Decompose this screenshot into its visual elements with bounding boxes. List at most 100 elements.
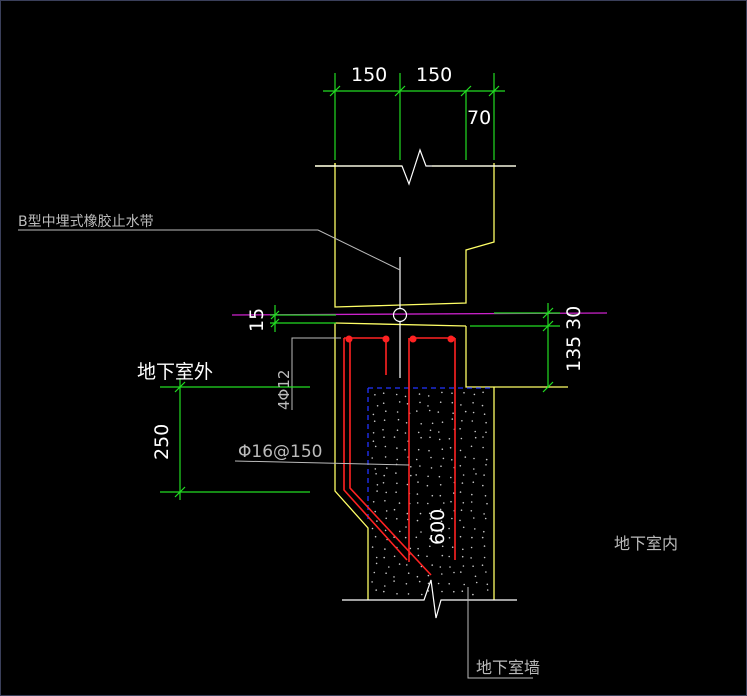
upper-wall-outline	[315, 163, 516, 308]
hatch-dot	[428, 449, 430, 452]
hatch-dot	[419, 401, 421, 404]
hatch-dot	[415, 536, 418, 539]
hatch-dot	[375, 556, 378, 559]
hatch-dot	[383, 556, 386, 559]
hatch-dot	[376, 405, 379, 407]
hatch-dot	[449, 447, 452, 449]
hatch-dot	[393, 508, 396, 511]
hatch-dot	[481, 536, 484, 539]
hatch-dot	[440, 465, 442, 468]
hatch-dot	[373, 571, 376, 574]
hatch-dot	[396, 482, 398, 485]
hatch-dot	[385, 517, 388, 520]
hatch-dot	[416, 502, 419, 504]
hatch-dot	[398, 401, 401, 403]
hatch-dot	[473, 468, 475, 470]
hatch-dot	[470, 445, 473, 448]
hatch-dot	[395, 491, 397, 494]
hatch-dot	[427, 395, 430, 397]
hatch-dot	[475, 473, 477, 475]
hatch-dot	[431, 564, 434, 566]
hatch-dot	[385, 510, 388, 512]
hatch-dot	[440, 539, 443, 542]
hatch-dot	[429, 545, 431, 548]
hatch-dot	[417, 431, 420, 434]
hatch-dot	[415, 474, 418, 476]
hatch-dot	[429, 518, 432, 520]
hatch-dot	[427, 582, 430, 585]
dim-left-250: 250	[151, 424, 173, 460]
hatch-dot	[460, 509, 463, 512]
hatch-dot	[483, 413, 486, 416]
hatch-dot	[399, 530, 401, 533]
rebar-dot-1	[345, 335, 353, 343]
label-basement-wall: 地下室墙	[476, 658, 540, 677]
hatch-dot	[460, 571, 462, 573]
hatch-dot	[439, 484, 442, 486]
label-waterstop: B型中埋式橡胶止水带	[18, 213, 154, 230]
hatch-dot	[398, 563, 401, 565]
dim-top-left-150: 150	[351, 64, 387, 86]
hatch-dot	[383, 436, 385, 439]
hatch-dot	[483, 545, 486, 547]
hatch-dot	[473, 393, 476, 396]
hatch-dot	[482, 436, 484, 438]
hatch-dot	[384, 585, 386, 587]
dimension-lines	[160, 73, 560, 500]
hatch-dot	[421, 593, 423, 596]
hatch-dot	[372, 501, 375, 503]
hatch-dot	[473, 457, 475, 460]
hatch-dot	[426, 484, 429, 487]
hatch-dot	[384, 456, 387, 458]
hatch-dot	[371, 581, 373, 583]
hatch-dot	[472, 593, 474, 596]
rebar-dot-2	[382, 335, 390, 343]
hatch-dot	[405, 526, 407, 528]
hatch-dot	[453, 590, 455, 593]
hatch-dot	[397, 418, 400, 421]
hatch-dot	[384, 529, 387, 532]
hatch-dot	[373, 420, 376, 423]
hatch-dot	[472, 402, 474, 404]
hatch-dot	[374, 510, 377, 513]
hatch-dot	[485, 571, 487, 573]
dim-top-70: 70	[467, 107, 491, 129]
rebar-dot-3	[409, 335, 417, 343]
hatch-dot	[406, 512, 409, 515]
hatch-dot	[431, 530, 433, 532]
hatch-dot	[427, 502, 429, 505]
hatch-dot	[472, 481, 475, 484]
hatch-dot	[471, 493, 473, 496]
hatch-dot	[385, 410, 387, 413]
hatch-dot	[448, 438, 451, 440]
hatch-dot	[441, 448, 444, 451]
hatch-dot	[431, 494, 434, 497]
hatch-dot	[375, 473, 377, 475]
hatch-dot	[405, 583, 408, 585]
hatch-dot	[440, 520, 443, 523]
hatch-dot	[396, 458, 399, 461]
hatch-dot	[404, 395, 407, 398]
hatch-dot	[385, 572, 387, 574]
hatch-dot	[428, 512, 431, 515]
hatch-dot	[482, 446, 484, 449]
hatch-dot	[443, 502, 445, 504]
hatch-dot	[461, 482, 464, 484]
hatch-dot	[420, 423, 423, 425]
hatch-dot	[440, 530, 443, 533]
hatch-dot	[483, 530, 485, 533]
hatch-dot	[464, 456, 467, 458]
hatch-dot	[448, 583, 451, 585]
hatch-dot	[427, 405, 429, 407]
hatch-dot	[430, 467, 433, 469]
hatch-dot	[371, 457, 374, 459]
hatch-dot	[382, 482, 385, 484]
hatch-dot	[393, 580, 395, 582]
hatch-dot	[406, 483, 409, 486]
label-stirrups: Φ16@150	[238, 442, 322, 462]
leader-lines	[18, 229, 533, 679]
hatch-dot	[439, 494, 442, 497]
hatch-dot	[407, 572, 410, 574]
hatch-dot	[384, 445, 387, 448]
hatch-dot	[475, 581, 478, 584]
